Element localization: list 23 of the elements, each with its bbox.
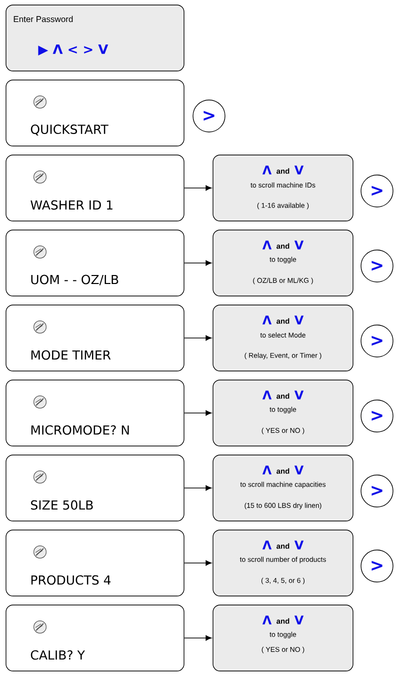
arrow bbox=[184, 560, 212, 566]
setting-box: CALIB? Y bbox=[6, 604, 184, 672]
setting-box: QUICKSTART bbox=[6, 80, 184, 146]
next-button: > bbox=[360, 250, 394, 282]
arrow bbox=[184, 635, 212, 641]
setting-box: UOM - - OZ/LB bbox=[6, 230, 184, 296]
arrow bbox=[184, 185, 212, 191]
next-button: > bbox=[360, 400, 394, 432]
arrow bbox=[184, 260, 212, 266]
setting-box: WASHER ID 1 bbox=[6, 154, 184, 222]
setting-box: SIZE 50LB bbox=[6, 454, 184, 522]
arrow bbox=[184, 485, 212, 491]
next-button: > bbox=[360, 474, 394, 508]
arrow bbox=[184, 335, 212, 341]
setting-box: PRODUCTS 4 bbox=[6, 530, 184, 596]
arrow bbox=[184, 410, 212, 416]
next-button: > bbox=[360, 174, 394, 208]
next-button: > bbox=[360, 324, 394, 358]
password-box: Enter Password ▶ Λ < > V bbox=[6, 4, 184, 72]
next-button: > bbox=[192, 100, 226, 132]
next-button: > bbox=[360, 550, 394, 582]
setting-box: MICROMODE? N bbox=[6, 380, 184, 446]
setting-box: MODE TIMER bbox=[6, 304, 184, 372]
